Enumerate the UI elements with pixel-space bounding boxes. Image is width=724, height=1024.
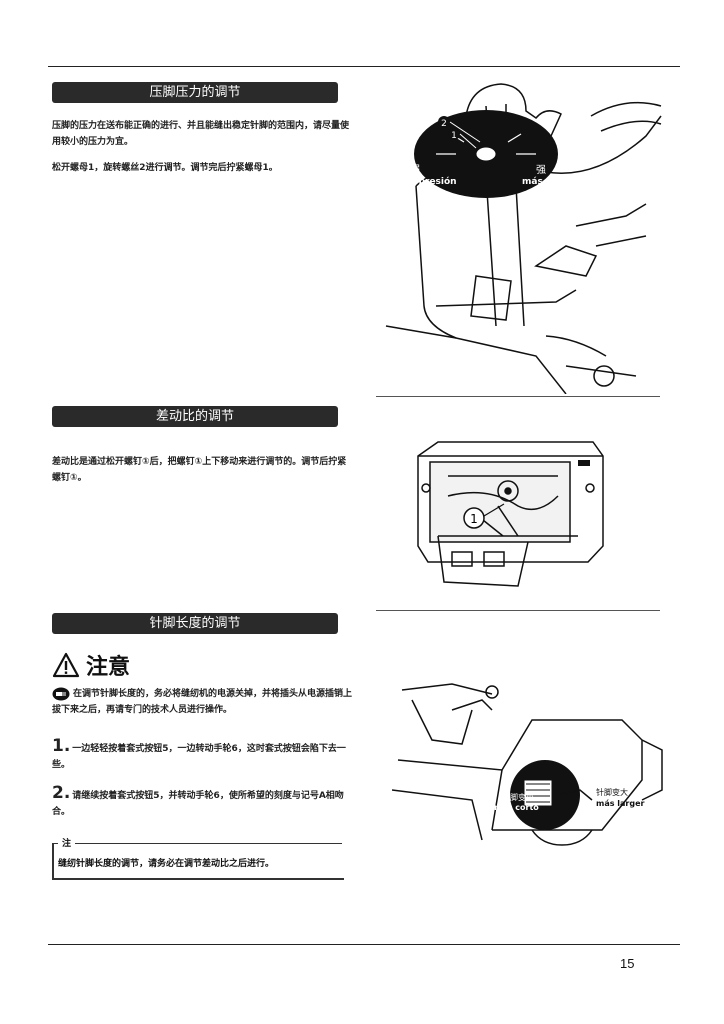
label-more-pressure-zh: 强 [536, 164, 546, 176]
differential-paragraph-1: 差动比是通过松开螺钉①后，把螺钉①上下移动来进行调节的。调节后拧紧螺钉①。 [52, 457, 347, 483]
differential-callout-1: 1 [470, 512, 478, 526]
pressure-callout-2: 2 [441, 119, 447, 129]
caution-text: 在调节针脚长度的，务必将缝纫机的电源关掉，并将插头从电源插销上拔下来之后，再请专… [52, 686, 352, 718]
note-text: 缝纫针脚长度的调节，请务必在调节差动比之后进行。 [58, 859, 275, 869]
section-header-stitch: 针脚长度的调节 [52, 613, 338, 634]
pressure-paragraph-1: 压脚的压力在送布能正确的进行、并且能缝出稳定针脚的范围内，请尽量使用较小的压力为… [52, 121, 350, 147]
unplug-icon [52, 687, 70, 700]
differential-illustration: 1 [417, 441, 604, 587]
figure-divider-1 [376, 396, 660, 397]
label-more-pressure-es: más presión [522, 176, 584, 187]
label-less-pressure-es: menos presión [382, 176, 457, 187]
stitch-step-2: 2.请继续按着套式按钮5，并转动手轮6，使所希望的刻度与记号A相吻合。 [52, 785, 352, 820]
caution-heading: 注意 [52, 650, 130, 680]
page-number: 15 [620, 956, 635, 971]
label-less-pressure-zh: 弱 [410, 164, 420, 176]
section-header-pressure: 压脚压力的调节 [52, 82, 338, 103]
label-larger-zh: 针脚变大 [596, 787, 628, 797]
step-2-text: 请继续按着套式按钮5，并转动手轮6，使所希望的刻度与记号A相吻合。 [52, 791, 344, 817]
label-shorter-zh: 针脚变小 [502, 792, 534, 802]
step-1-number: 1. [52, 736, 71, 756]
label-shorter-es: más corto [494, 803, 539, 812]
step-2-number: 2. [52, 783, 71, 803]
label-larger-es: más larger [596, 799, 645, 808]
bottom-rule [48, 944, 680, 945]
pressure-callout-1: 1 [451, 131, 457, 141]
caution-title: 注意 [86, 655, 131, 680]
note-box [52, 843, 344, 880]
note-label: 注 [58, 836, 76, 849]
top-rule [48, 66, 680, 67]
caution-text-body: 在调节针脚长度的，务必将缝纫机的电源关掉，并将插头从电源插销上拔下来之后，再请专… [52, 689, 353, 715]
pressure-paragraph-2: 松开螺母1，旋转螺丝2进行调节。调节完后拧紧螺母1。 [52, 163, 278, 173]
pressure-illustration: 2 1 弱 menos presión 强 más presión [382, 83, 662, 394]
stitch-step-1: 1.一边轻轻按着套式按钮5，一边转动手轮6，这时套式按钮会陷下去一些。 [52, 738, 352, 773]
warning-triangle-icon [52, 652, 80, 678]
stitch-illustration: 针脚变小 más corto 针脚变大 más larger [392, 683, 663, 846]
step-1-text: 一边轻轻按着套式按钮5，一边转动手轮6，这时套式按钮会陷下去一些。 [52, 744, 346, 770]
figure-divider-2 [376, 610, 660, 611]
note-box-top [52, 843, 342, 844]
section-header-differential: 差动比的调节 [52, 406, 338, 427]
